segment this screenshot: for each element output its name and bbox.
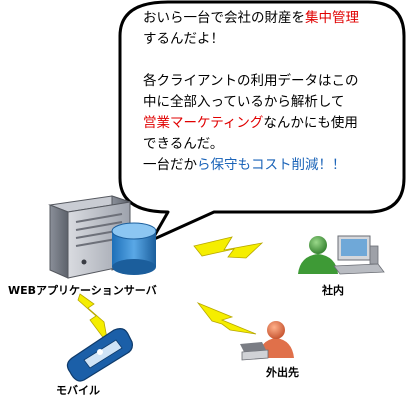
mobile-label: モバイル xyxy=(56,384,100,397)
office-label: 社内 xyxy=(322,284,344,297)
database-icon xyxy=(111,222,157,275)
lightning-bolt-icon xyxy=(193,236,264,259)
bubble-line3-text: 各クライアントの利用データはこの xyxy=(143,73,359,89)
outside-user-laptop-icon xyxy=(240,321,294,361)
lightning-bolt-icon xyxy=(196,302,257,335)
bubble-line2-text: するんだよ！ xyxy=(143,31,224,47)
bubble-line5-text: なんかにも使用 xyxy=(263,115,358,131)
server-label: WEBアプリケーションサーバ xyxy=(8,284,157,297)
bubble-line7-text: 一台だか xyxy=(143,157,197,173)
bubble-line4-text: 中に全部入っているから解析して xyxy=(143,94,345,110)
bubble-highlight-marketing: 営業マーケティング xyxy=(143,115,264,131)
bubble-line6-text: できるんだ。 xyxy=(143,136,224,152)
outside-label: 外出先 xyxy=(266,366,299,379)
bubble-highlight-cost: ら保守もコスト削減！！ xyxy=(197,157,346,173)
mobile-phone-icon xyxy=(66,328,133,382)
bubble-highlight-centralized: 集中管理 xyxy=(305,10,359,26)
bubble-line1-text: おいら一台で会社の財産を xyxy=(143,10,305,26)
office-user-pc-icon xyxy=(298,235,385,275)
speech-bubble-text: おいら一台で会社の財産を集中管理 するんだよ！ 各クライアントの利用データはこの… xyxy=(143,8,398,176)
